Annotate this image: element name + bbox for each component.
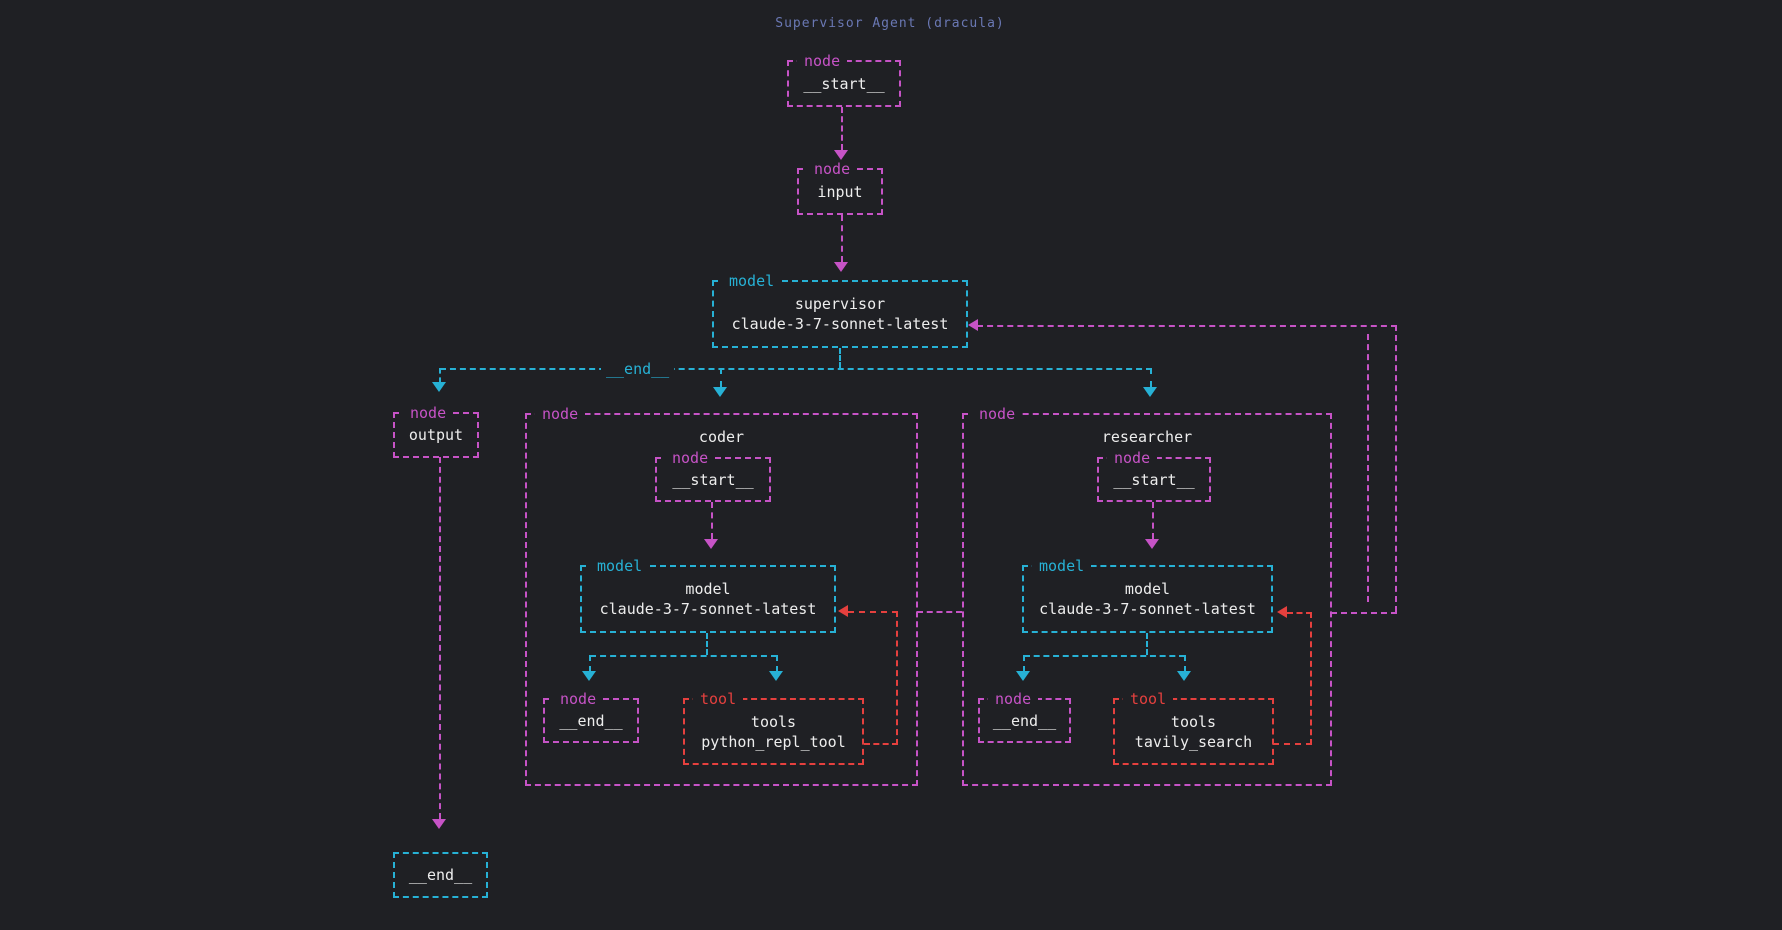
node-start-top-tag: node: [797, 51, 848, 71]
subgraph-coder-title: coder: [698, 428, 745, 446]
node-coder-start-label: __start__: [672, 470, 754, 489]
tool-researcher-tools: tool tools tavily_search: [1113, 689, 1274, 765]
node-researcher-start: node __start__: [1097, 448, 1211, 502]
node-researcher-end-tag: node: [988, 689, 1039, 709]
node-output-label: output: [408, 426, 464, 444]
edge-output-to-end: [439, 457, 441, 819]
edge-coder-branch-to-end: [589, 655, 591, 672]
arrow-down-icon: [704, 539, 718, 549]
arrow-down-icon: [1177, 671, 1191, 681]
model-supervisor-name: supervisor: [794, 295, 886, 313]
node-coder-end-tag: node: [553, 689, 604, 709]
tool-coder-tools-tag: tool: [693, 689, 744, 709]
arrow-left-icon: [968, 319, 978, 331]
edge-researcher-tools-loop-side: [1310, 612, 1312, 745]
edge-branch-to-coder: [720, 368, 722, 387]
edge-branch-to-researcher: [1150, 368, 1152, 387]
node-input: node input: [797, 159, 883, 215]
edge-return-to-supervisor: [977, 325, 1397, 327]
arrow-down-icon: [1145, 539, 1159, 549]
subgraph-researcher: node researcher: [962, 404, 1332, 786]
edge-return-riser-outer: [1395, 325, 1397, 612]
node-researcher-end-label: __end__: [992, 711, 1057, 730]
edge-coder-return-exit: [917, 611, 962, 613]
edge-researcher-branch-to-end: [1023, 655, 1025, 672]
arrow-down-icon: [582, 671, 596, 681]
model-supervisor: model supervisor claude-3-7-sonnet-lates…: [712, 271, 968, 348]
edge-supervisor-to-branch: [839, 348, 841, 368]
node-input-tag: node: [807, 159, 858, 179]
model-supervisor-tag: model: [722, 271, 782, 291]
model-coder: model model claude-3-7-sonnet-latest: [580, 556, 836, 633]
node-end-bottom-label: __end__: [408, 866, 473, 884]
model-coder-tag: model: [590, 556, 650, 576]
edge-researcher-branch-to-tools: [1184, 655, 1186, 672]
tool-coder-tools-id: python_repl_tool: [701, 732, 846, 751]
subgraph-researcher-title: researcher: [1101, 428, 1193, 446]
node-output-tag: node: [403, 403, 454, 423]
model-researcher-tag: model: [1032, 556, 1092, 576]
node-researcher-end: node __end__: [978, 689, 1071, 743]
node-end-bottom: __end__: [393, 852, 488, 898]
arrow-down-icon: [834, 262, 848, 272]
tool-researcher-tools-id: tavily_search: [1134, 732, 1253, 751]
node-input-label: input: [817, 182, 863, 201]
edge-coder-branch-to-tools: [776, 655, 778, 672]
model-researcher-model-id: claude-3-7-sonnet-latest: [1039, 600, 1256, 618]
arrow-down-icon: [834, 150, 848, 160]
node-coder-end-label: __end__: [559, 711, 623, 730]
model-coder-model-id: claude-3-7-sonnet-latest: [599, 600, 817, 618]
arrow-down-icon: [1016, 671, 1030, 681]
edge-coder-tools-loop-bottom: [864, 743, 898, 745]
subgraph-researcher-tag: node: [972, 404, 1023, 424]
arrow-down-icon: [432, 382, 446, 392]
model-researcher-name: model: [1124, 580, 1171, 598]
tool-coder-tools-name: tools: [750, 712, 797, 731]
edge-branch-to-output: [439, 368, 441, 383]
node-start-top-label: __start__: [803, 74, 885, 93]
edge-researcher-return-exit: [1331, 612, 1397, 614]
tool-researcher-tools-name: tools: [1170, 712, 1217, 731]
subgraph-coder: node coder: [525, 404, 918, 786]
node-output: node output: [393, 403, 479, 458]
node-start-top: node __start__: [787, 51, 901, 107]
arrow-left-icon: [838, 605, 848, 617]
arrow-left-icon: [1277, 606, 1287, 618]
model-supervisor-model-id: claude-3-7-sonnet-latest: [731, 315, 949, 333]
node-coder-end: node __end__: [543, 689, 639, 743]
edge-start-to-input: [841, 107, 843, 150]
edge-researcher-model-to-branch: [1146, 633, 1148, 655]
edge-coder-tools-loop-top: [848, 611, 898, 613]
edge-input-to-supervisor: [841, 215, 843, 262]
edge-coder-model-to-branch: [706, 633, 708, 655]
diagram-title: Supervisor Agent (dracula): [775, 16, 1005, 31]
edge-researcher-start-to-model: [1152, 502, 1154, 539]
node-researcher-start-tag: node: [1107, 448, 1158, 468]
edge-label-end: __end__: [601, 360, 675, 378]
arrow-down-icon: [769, 671, 783, 681]
edge-coder-tools-loop-side: [896, 611, 898, 745]
node-coder-start: node __start__: [655, 448, 771, 502]
edge-coder-branch: [590, 655, 777, 657]
node-researcher-start-label: __start__: [1113, 470, 1195, 489]
edge-researcher-tools-loop-bottom: [1273, 743, 1312, 745]
edge-return-riser-inner: [1367, 334, 1369, 602]
arrow-down-icon: [1143, 387, 1157, 397]
subgraph-coder-tag: node: [535, 404, 586, 424]
edge-researcher-tools-loop-top: [1287, 612, 1312, 614]
tool-researcher-tools-tag: tool: [1123, 689, 1174, 709]
model-coder-name: model: [685, 580, 731, 598]
edge-coder-start-to-model: [711, 502, 713, 539]
model-researcher: model model claude-3-7-sonnet-latest: [1022, 556, 1273, 633]
edge-supervisor-branch: [440, 368, 1152, 370]
tool-coder-tools: tool tools python_repl_tool: [683, 689, 864, 765]
node-coder-start-tag: node: [665, 448, 716, 468]
arrow-down-icon: [713, 387, 727, 397]
edge-researcher-branch: [1024, 655, 1185, 657]
arrow-down-icon: [432, 819, 446, 829]
